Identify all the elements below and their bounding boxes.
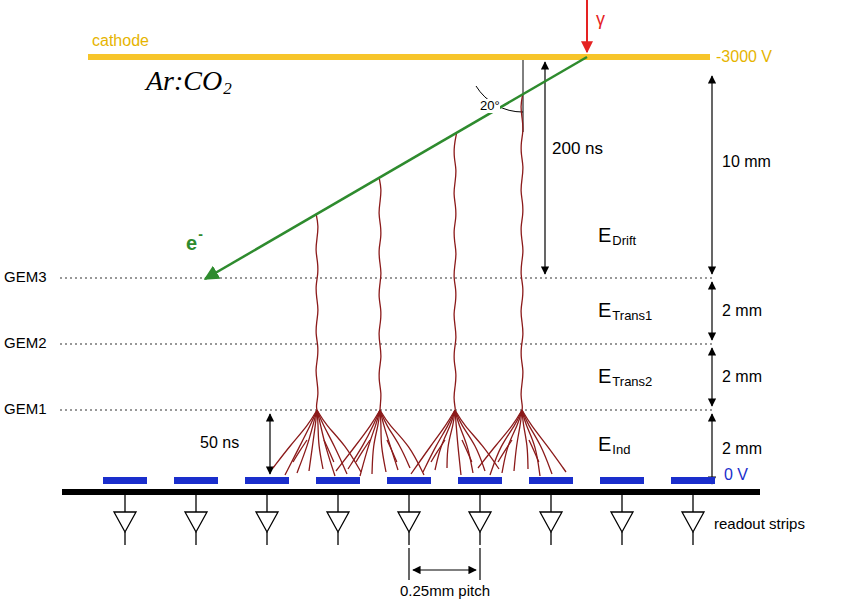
dimension-label: 2 mm [722, 440, 762, 458]
angle-label: 20° [480, 99, 500, 113]
field-subscript: Drift [612, 234, 636, 248]
readout-board [62, 489, 760, 495]
photon-label: γ [596, 10, 605, 30]
drift-time-label: 200 ns [552, 140, 603, 159]
electron-charge: - [198, 227, 203, 242]
field-subscript: Ind [612, 443, 630, 457]
electron-tracks [273, 95, 566, 476]
readout-strips [103, 477, 715, 484]
dimension-label: 2 mm [722, 302, 762, 320]
field-label: E [598, 433, 611, 455]
field-subscript: Trans1 [612, 309, 652, 323]
gem-label: GEM1 [4, 401, 47, 418]
electron-path [205, 57, 587, 279]
field-label: E [598, 224, 611, 246]
gas-subscript: 2 [223, 80, 232, 99]
pitch-label: 0.25mm pitch [400, 583, 490, 600]
dimension-label: 10 mm [722, 153, 771, 171]
field-label: E [598, 365, 611, 387]
gem-label: GEM2 [4, 335, 47, 352]
gas-label: Ar:CO [146, 66, 222, 97]
dimension-label: 2 mm [722, 368, 762, 386]
gem-foils [60, 278, 712, 410]
electron-label: e [186, 232, 197, 254]
readout-label: readout strips [714, 516, 805, 533]
voltage-label: -3000 V [716, 48, 772, 66]
cathode-plane [88, 54, 710, 60]
amplifier-symbols [114, 495, 704, 545]
field-subscript: Trans2 [612, 375, 652, 389]
dimension-arrows [270, 62, 712, 580]
photon-arrow [586, 0, 588, 52]
voltage-label: 0 V [724, 466, 748, 484]
gem-label: GEM3 [4, 269, 47, 286]
cathode-label: cathode [92, 32, 149, 50]
time-label: 50 ns [200, 434, 239, 452]
field-label: E [598, 299, 611, 321]
